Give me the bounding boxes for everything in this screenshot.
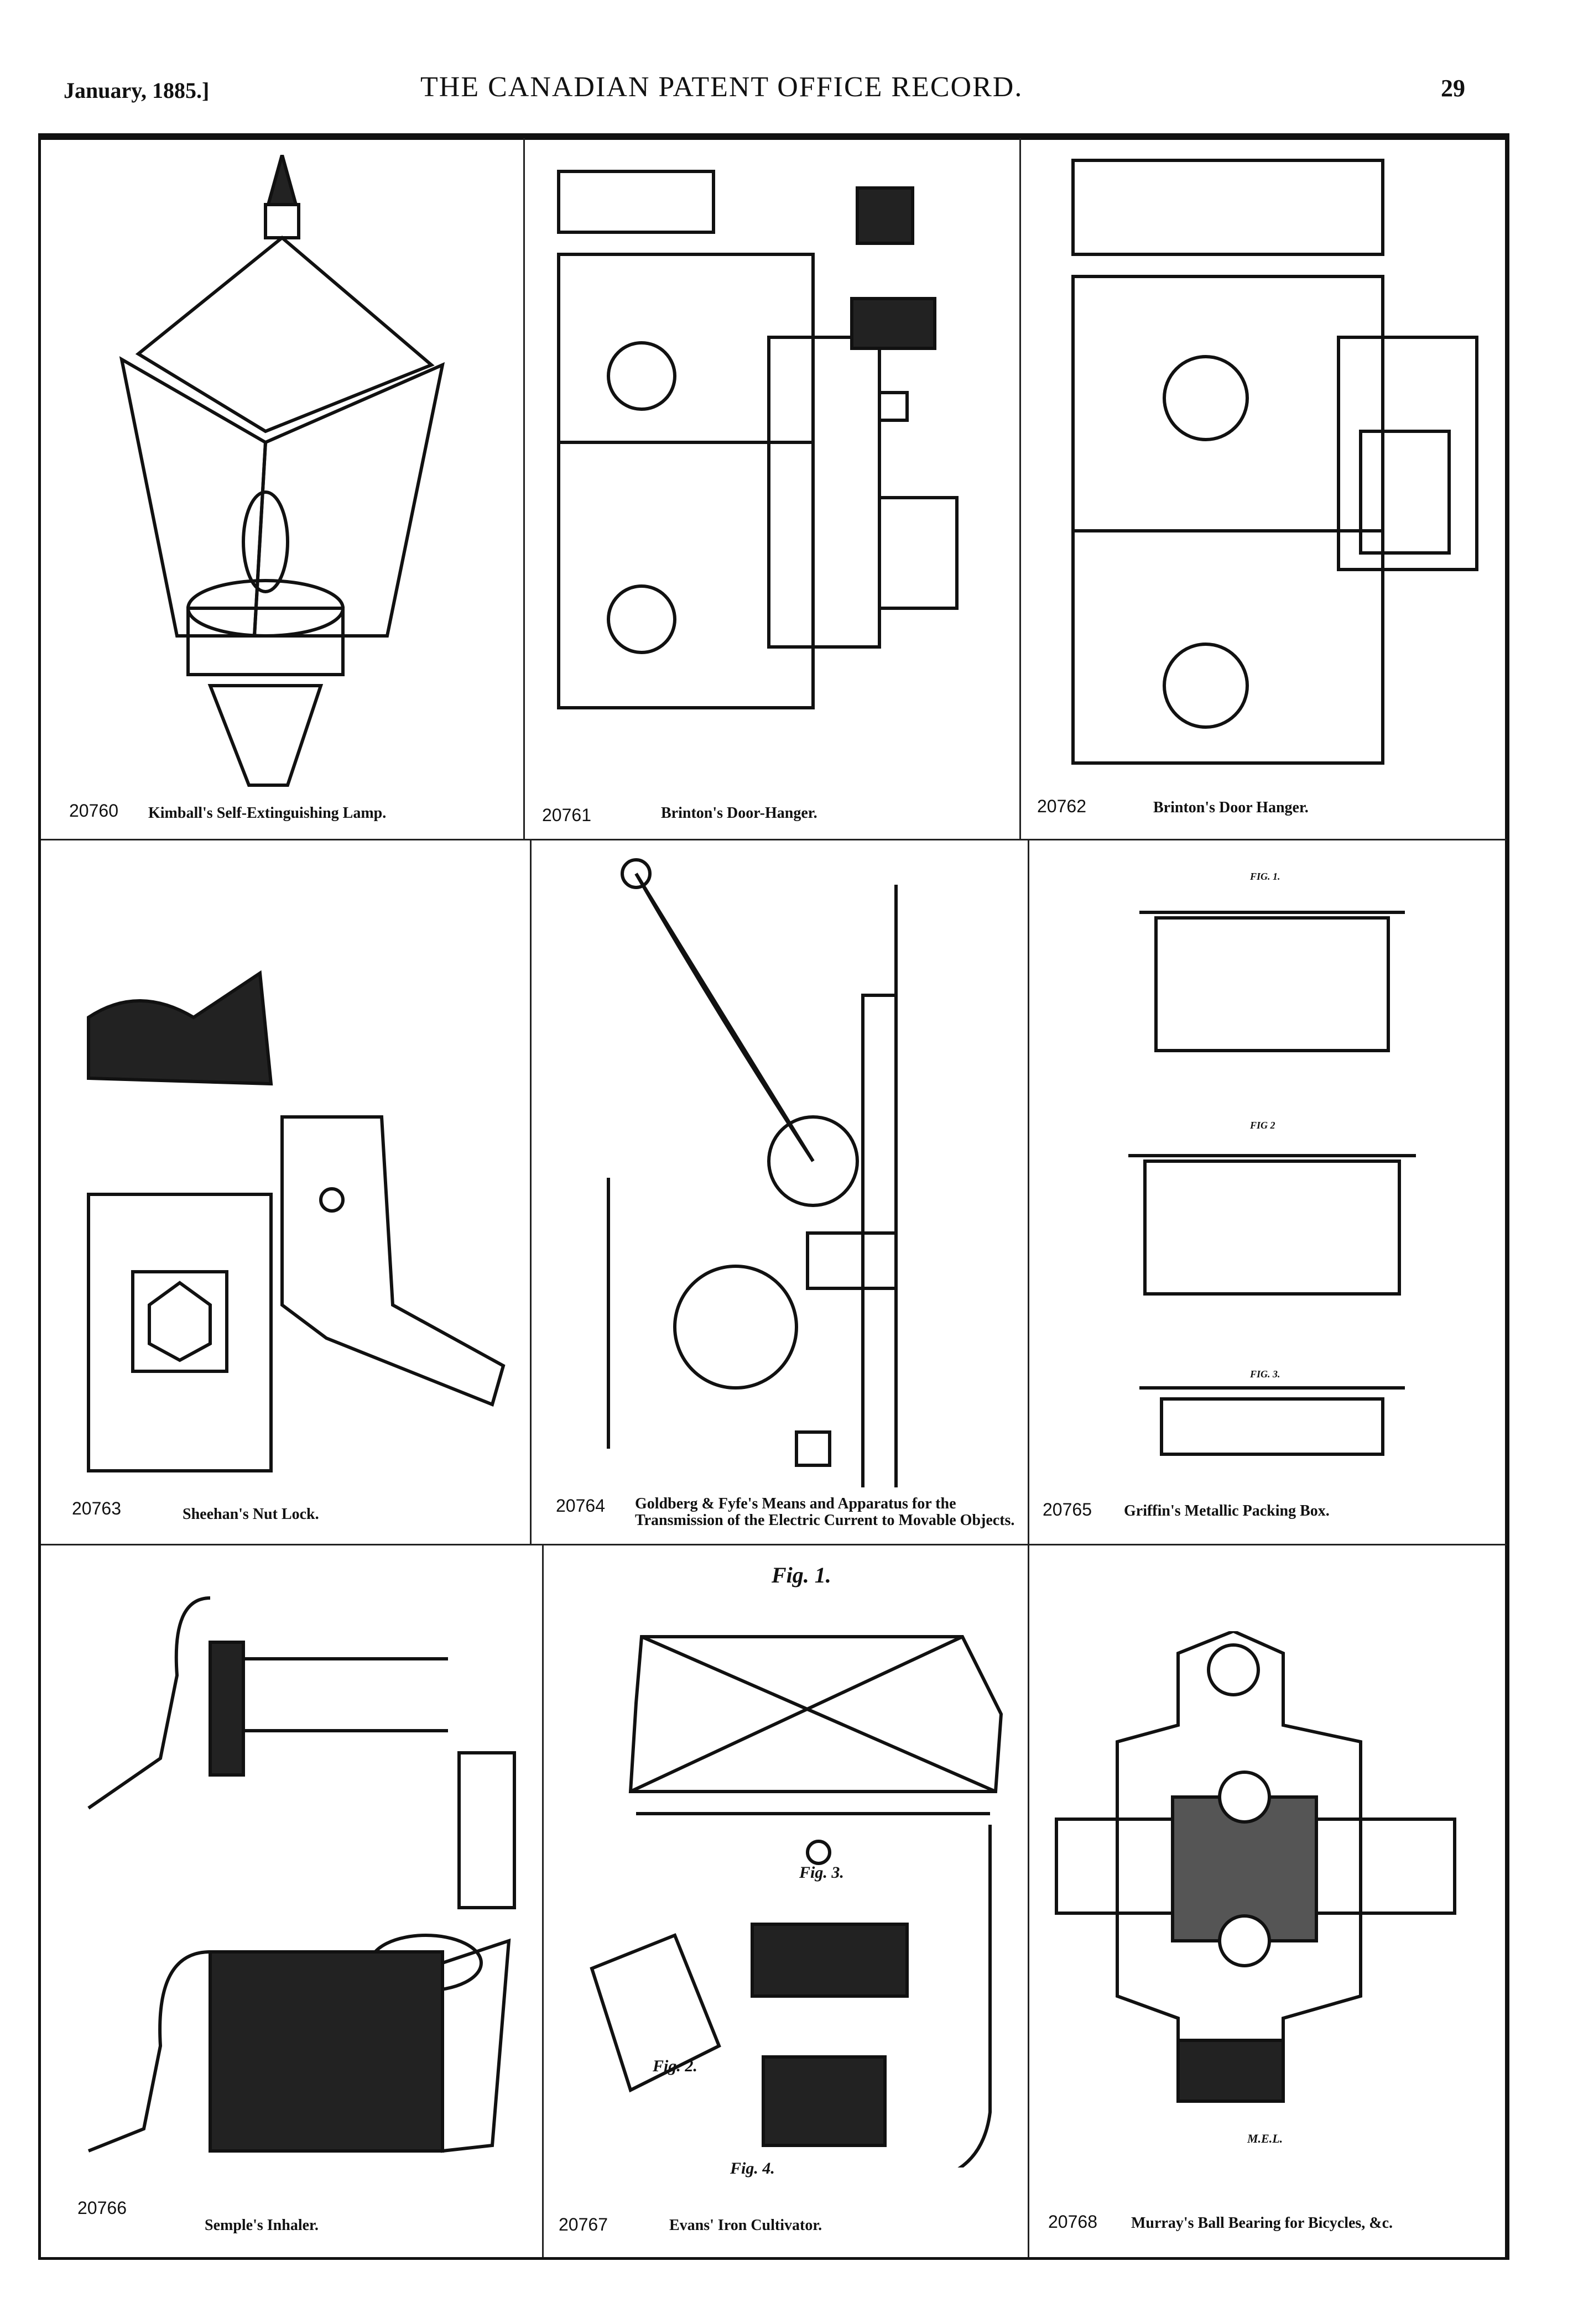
figure-label: Fig. 1. bbox=[772, 1563, 831, 1587]
lamp-drawing bbox=[119, 155, 445, 787]
row-divider bbox=[41, 1544, 1507, 1545]
packing-box-drawing bbox=[1128, 911, 1416, 1456]
cultivator-drawing bbox=[590, 1635, 1003, 2168]
patent-title: Griffin's Metallic Packing Box. bbox=[1124, 1502, 1330, 1519]
plate-frame bbox=[38, 133, 1509, 2260]
patent-title: Evans' Iron Cultivator. bbox=[669, 2217, 822, 2234]
patent-number: 20761 bbox=[542, 805, 591, 825]
patent-number: 20763 bbox=[72, 1498, 121, 1518]
inhaler-drawing bbox=[87, 1596, 516, 2153]
patent-number: 20762 bbox=[1037, 796, 1086, 816]
patent-number: 20768 bbox=[1048, 2212, 1097, 2232]
nut-lock-drawing bbox=[87, 970, 506, 1472]
patent-title: Goldberg & Fyfe's Means and Apparatus fo… bbox=[635, 1495, 1015, 1529]
patent-title: Semple's Inhaler. bbox=[205, 2217, 319, 2234]
journal-title: THE CANADIAN PATENT OFFICE RECORD. bbox=[420, 71, 1023, 103]
page-date: January, 1885.] bbox=[64, 78, 210, 103]
patent-title: Brinton's Door-Hanger. bbox=[661, 805, 817, 822]
figure-label: Fig. 3. bbox=[799, 1863, 844, 1882]
ball-bearing-drawing bbox=[1055, 1631, 1456, 2103]
patent-number: 20760 bbox=[69, 801, 118, 821]
row-divider bbox=[41, 839, 1507, 840]
column-divider bbox=[1028, 839, 1029, 1544]
figure-label: Fig. 2. bbox=[653, 2057, 697, 2075]
patent-number: 20764 bbox=[556, 1496, 605, 1516]
patent-number: 20766 bbox=[77, 2198, 127, 2218]
column-divider bbox=[523, 138, 525, 840]
patent-number: 20765 bbox=[1043, 1500, 1092, 1519]
patent-title: Sheehan's Nut Lock. bbox=[183, 1506, 319, 1523]
patent-title: Brinton's Door Hanger. bbox=[1153, 799, 1309, 816]
figure-label: FIG. 3. bbox=[1250, 1369, 1280, 1380]
patent-title: Kimball's Self-Extinguishing Lamp. bbox=[148, 805, 387, 822]
page-number: 29 bbox=[1441, 75, 1465, 102]
figure-label: Fig. 4. bbox=[730, 2159, 775, 2177]
drafter-mark: M.E.L. bbox=[1247, 2132, 1283, 2145]
door-hanger-drawing bbox=[557, 170, 959, 709]
figure-label: FIG. 1. bbox=[1250, 871, 1280, 882]
figure-label: FIG 2 bbox=[1250, 1120, 1275, 1131]
column-divider bbox=[1019, 138, 1021, 840]
patent-number: 20767 bbox=[559, 2215, 608, 2234]
column-divider bbox=[1028, 1544, 1029, 2257]
door-hanger-2-drawing bbox=[1071, 159, 1478, 765]
electric-transmission-drawing bbox=[607, 858, 898, 1487]
column-divider bbox=[542, 1544, 544, 2257]
patent-title: Murray's Ball Bearing for Bicycles, &c. bbox=[1131, 2215, 1393, 2232]
column-divider bbox=[530, 839, 532, 1544]
